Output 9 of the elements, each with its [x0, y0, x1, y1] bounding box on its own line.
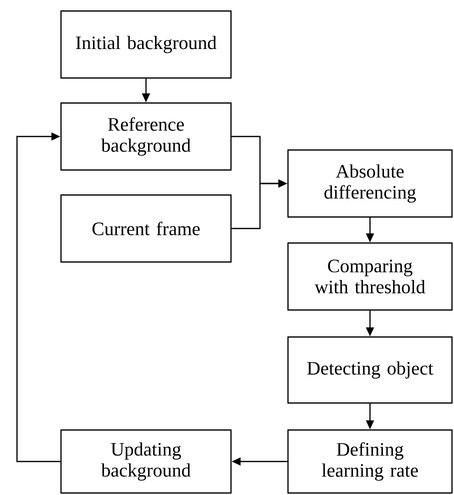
- process-box: Defining learning rate: [287, 429, 453, 494]
- process-box: Absolute differencing: [287, 149, 453, 218]
- process-box: Reference background: [60, 102, 232, 171]
- process-box: Current frame: [60, 194, 232, 263]
- process-box: Comparing with threshold: [287, 242, 453, 311]
- process-box: Detecting object: [287, 336, 453, 404]
- process-box: Updating background: [60, 429, 232, 494]
- arrow: [16, 132, 60, 462]
- process-box: Initial background: [60, 10, 232, 79]
